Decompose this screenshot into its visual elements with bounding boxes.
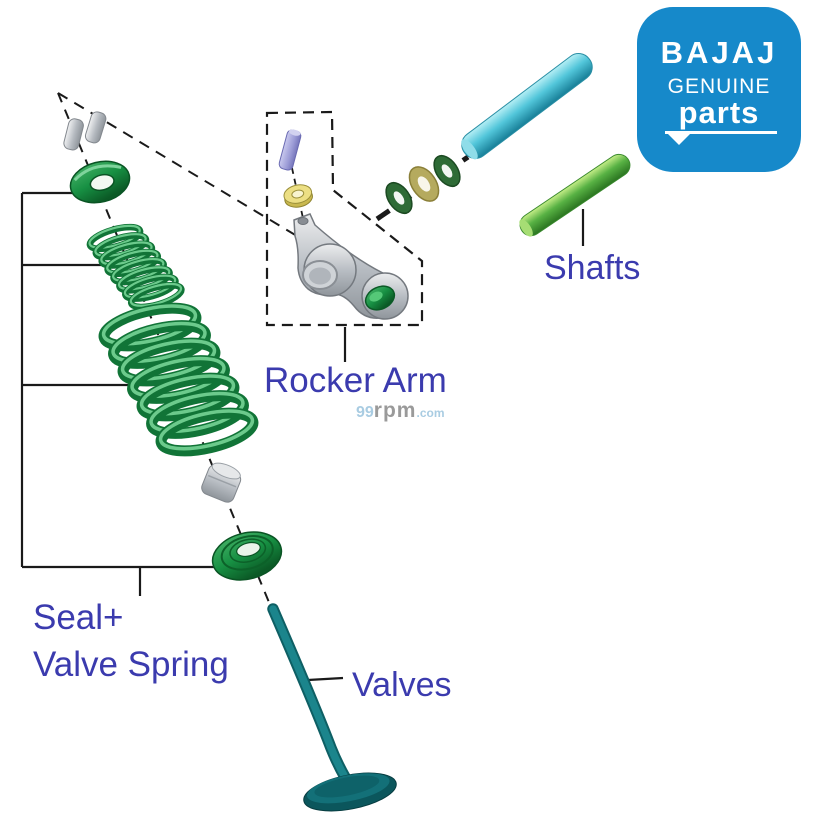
adjuster-pin-icon xyxy=(278,129,302,171)
label-seal-valve-spring: Seal+ Valve Spring xyxy=(33,594,229,688)
shaft-washers-icon xyxy=(385,154,461,215)
rocker-shaft-long-icon xyxy=(461,52,593,160)
bajaj-genuine-parts-badge: BAJAJ GENUINE parts xyxy=(637,7,801,172)
logo-arrow-icon xyxy=(668,134,690,145)
label-seal-line2: Valve Spring xyxy=(33,645,229,684)
logo-genuine-text: GENUINE xyxy=(667,75,771,98)
label-valves: Valves xyxy=(352,666,452,704)
logo-brand-text: BAJAJ xyxy=(660,35,778,70)
adjuster-nut-icon xyxy=(283,184,313,208)
label-shafts: Shafts xyxy=(544,249,641,287)
inner-valve-spring-icon xyxy=(86,223,185,311)
valve-icon xyxy=(267,603,397,812)
logo-parts-text: parts xyxy=(678,95,760,130)
valve-keepers-icon xyxy=(63,111,107,151)
spring-retainer-icon xyxy=(69,160,131,204)
watermark-suffix: .com xyxy=(416,406,445,420)
watermark-name: rpm xyxy=(373,399,417,422)
valve-guide-cap-icon xyxy=(201,462,242,503)
label-seal-line1: Seal+ xyxy=(33,598,124,637)
spring-seat-seal-icon xyxy=(211,531,283,581)
watermark-prefix: 99 xyxy=(356,404,374,421)
outer-valve-spring-icon xyxy=(98,302,259,457)
rocker-shaft-short-icon xyxy=(519,153,631,237)
rocker-arm-icon xyxy=(293,213,409,320)
logo-underline xyxy=(665,131,777,134)
valves-label-tick xyxy=(307,676,344,682)
callout-lines xyxy=(20,191,585,682)
rocker-arm-group-box xyxy=(265,110,424,327)
label-rocker-arm: Rocker Arm xyxy=(264,361,447,400)
